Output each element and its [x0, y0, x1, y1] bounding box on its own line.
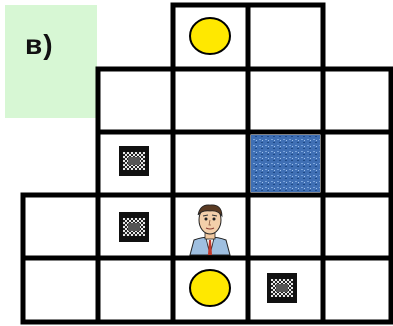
cell-r4c0[interactable]: [23, 258, 98, 322]
checkered-block-icon[interactable]: [119, 146, 149, 176]
man-portrait-icon[interactable]: [186, 200, 234, 255]
gold-coin-icon[interactable]: [190, 270, 230, 306]
cell-r4c4[interactable]: [323, 258, 391, 322]
checkered-block-icon[interactable]: [119, 212, 149, 242]
cell-r2c2[interactable]: [173, 132, 248, 195]
water-tile: [251, 135, 320, 192]
cell-r1c4[interactable]: [323, 69, 391, 132]
cell-r2c4[interactable]: [323, 132, 391, 195]
cell-r1c3[interactable]: [248, 69, 323, 132]
cell-r3c4[interactable]: [323, 195, 391, 258]
cell-r3c0[interactable]: [23, 195, 98, 258]
checkered-block-icon[interactable]: [267, 273, 297, 303]
cell-r1c2[interactable]: [173, 69, 248, 132]
cell-r4c1[interactable]: [98, 258, 173, 322]
cell-r1c1[interactable]: [98, 69, 173, 132]
gold-coin-icon[interactable]: [190, 18, 230, 54]
cell-r3c3[interactable]: [248, 195, 323, 258]
cell-r0c3[interactable]: [248, 5, 323, 69]
